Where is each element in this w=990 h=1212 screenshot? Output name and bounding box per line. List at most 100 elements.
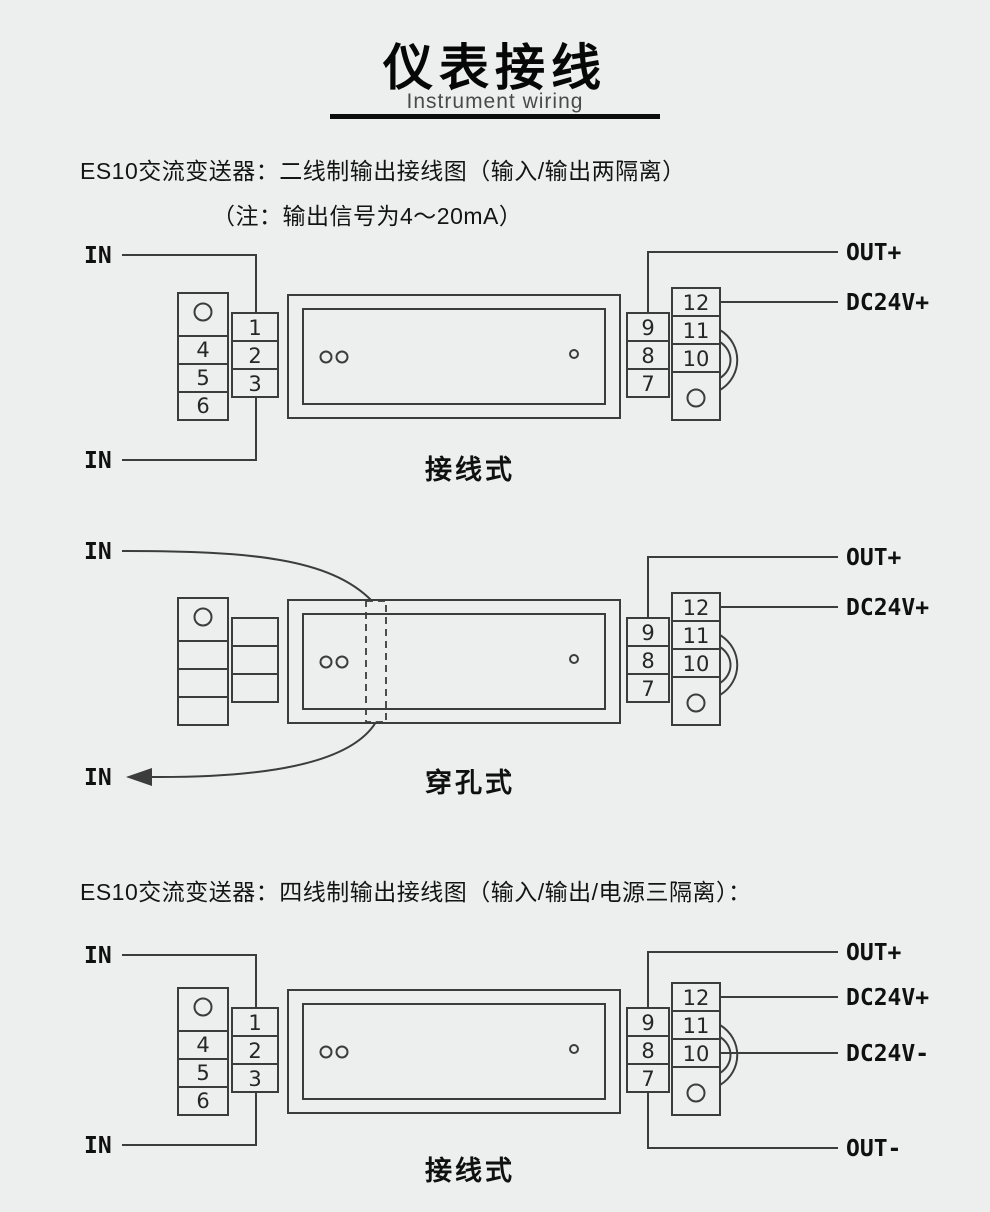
terminal-number: 9 [641,1011,654,1035]
out-plus-label: OUT+ [846,240,902,266]
indicator-dot-icon [335,655,349,669]
wire-out-plus [647,251,838,313]
through-hole [365,600,387,723]
device-face [302,1003,606,1100]
wire-in-top [121,550,373,602]
wire-in-top [122,954,257,1008]
terminal-cell [231,673,279,703]
indicator-dot-icon [569,1044,579,1054]
terminal-number: 2 [248,344,261,368]
diagram-four-wire: 4 5 6 1 2 3 9 8 7 [84,940,929,1186]
in-label: IN [84,1133,112,1159]
din-clip [719,634,739,696]
terminal-number: 7 [641,1067,654,1091]
terminal-number: 10 [683,652,710,676]
left-flange [177,292,229,421]
wire-in-bottom [122,397,257,461]
left-flange [177,987,229,1116]
page-subtitle: Instrument wiring [406,90,584,113]
device-body [287,989,621,1114]
terminal-cell [231,617,279,647]
diagram-caption: 穿孔式 [425,767,515,798]
terminal-number: 9 [641,621,654,645]
section-two-wire-note: （注：输出信号为4～20mA） [212,203,523,229]
dc24v-plus-label: DC24V+ [846,595,929,621]
wire-out-minus [647,1092,838,1149]
out-plus-label: OUT+ [846,940,902,966]
din-clip [719,646,732,684]
left-flange [177,597,229,726]
wire-in-top [122,254,257,313]
right-flange [671,287,721,421]
arrowhead-icon [126,768,152,786]
din-clip [719,1024,739,1086]
dc24v-plus-label: DC24V+ [846,290,929,316]
din-clip [719,329,739,391]
terminal-number: 10 [683,347,710,371]
right-flange [671,592,721,726]
device-face [302,613,606,710]
mounting-hole-icon [686,388,706,408]
terminal-number: 10 [683,1042,710,1066]
terminal-number: 8 [641,1039,654,1063]
indicator-dot-icon [319,655,333,669]
in-label: IN [84,539,112,565]
terminal-number: 8 [641,344,654,368]
indicator-dot-icon [569,349,579,359]
right-flange [671,982,721,1116]
terminal-number: 12 [683,986,710,1010]
mounting-hole-icon [686,1083,706,1103]
device-body [287,294,621,419]
wire-in-bottom [147,721,377,779]
dc24v-minus-label: DC24V- [846,1041,929,1067]
device-body [287,599,621,724]
section-four-wire-heading: ES10交流变送器：四线制输出接线图（输入/输出/电源三隔离）： [80,879,752,905]
indicator-dot-icon [319,350,333,364]
terminal-number: 11 [683,1014,710,1038]
terminal-number: 1 [248,1011,261,1035]
wire-out-plus [647,951,838,1008]
terminal-number: 7 [641,677,654,701]
diagram-caption: 接线式 [425,1156,515,1186]
terminal-number: 12 [683,596,710,620]
dc24v-plus-label: DC24V+ [846,985,929,1011]
diagram-caption: 接线式 [425,455,515,485]
page-title: 仪表接线 [383,40,607,96]
terminal-number: 6 [196,1089,209,1113]
out-minus-label: OUT- [846,1136,901,1162]
din-clip [719,1036,732,1074]
mounting-hole-icon [193,607,213,627]
mounting-hole-icon [193,997,213,1017]
din-clip [719,341,732,379]
indicator-dot-icon [569,654,579,664]
in-label: IN [84,448,112,474]
mounting-hole-icon [193,302,213,322]
terminal-number: 11 [683,624,710,648]
section-two-wire-heading: ES10交流变送器：二线制输出接线图（输入/输出两隔离） [80,158,686,184]
title-underline [330,114,660,119]
diagram-two-wire: 4 5 6 1 2 3 9 8 7 [84,240,929,485]
terminal-number: 4 [196,1033,209,1057]
terminal-number: 7 [641,372,654,396]
terminal-cell [231,645,279,675]
wire-in-bottom [122,1092,257,1146]
terminal-number: 2 [248,1039,261,1063]
in-label: IN [84,943,112,969]
in-label: IN [84,243,112,269]
terminal-number: 12 [683,291,710,315]
terminal-number: 11 [683,319,710,343]
diagram-through-hole: 9 8 7 12 11 10 IN IN OUT+ DC24V+ [84,539,929,798]
indicator-dot-icon [335,1045,349,1059]
out-plus-label: OUT+ [846,545,902,571]
terminal-number: 1 [248,316,261,340]
terminal-number: 6 [196,394,209,418]
terminal-number: 9 [641,316,654,340]
terminal-cell [626,673,670,703]
indicator-dot-icon [335,350,349,364]
terminal-number: 5 [196,366,209,390]
terminal-cell [626,368,670,398]
wire-out-plus [647,556,838,618]
in-label: IN [84,765,112,791]
